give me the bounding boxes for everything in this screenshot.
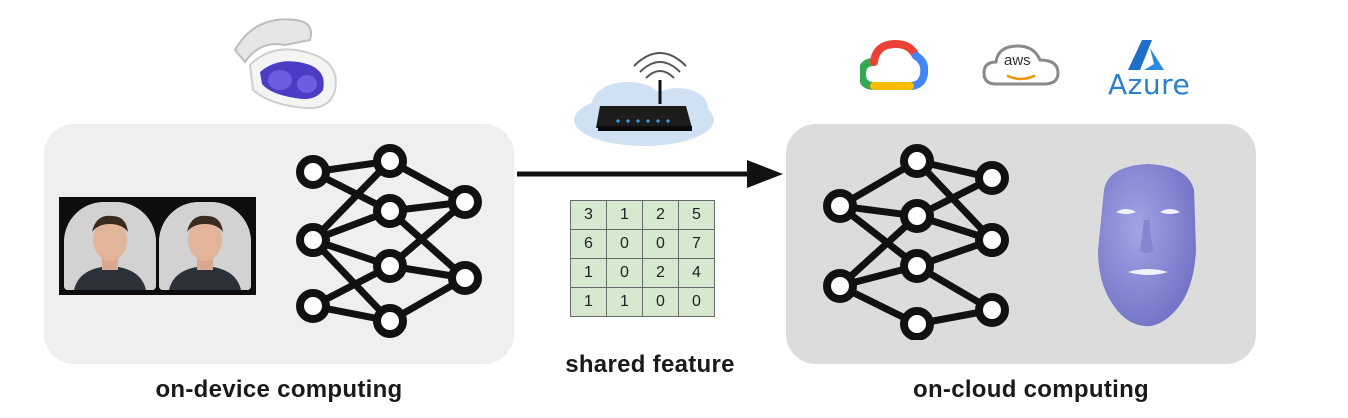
on-cloud-caption: on-cloud computing (912, 376, 1150, 403)
google-cloud-icon (860, 40, 928, 90)
on-device-caption: on-device computing (155, 376, 403, 403)
shared-feature-caption: shared feature (565, 351, 735, 378)
matrix-cell: 0 (606, 229, 643, 259)
matrix-cell: 3 (570, 200, 607, 230)
matrix-cell: 4 (678, 258, 715, 288)
arrow-icon (517, 160, 783, 188)
matrix-row: 3 1 2 5 (570, 200, 715, 230)
face-photo-left (64, 202, 156, 290)
matrix-row: 1 0 2 4 (570, 258, 715, 288)
face-photo-right (159, 202, 251, 290)
wifi-router-icon (574, 52, 714, 146)
azure-icon (1128, 40, 1164, 70)
matrix-cell: 5 (678, 200, 715, 230)
matrix-cell: 0 (642, 229, 679, 259)
neural-network-icon (823, 144, 1009, 340)
aws-logo-text: aws (1004, 52, 1031, 69)
matrix-row: 1 1 0 0 (570, 287, 715, 317)
matrix-cell: 7 (678, 229, 715, 259)
matrix-cell: 2 (642, 200, 679, 230)
azure-logo-text: Azure (1108, 68, 1191, 101)
face-mesh-icon (1098, 164, 1196, 327)
shared-feature-matrix: 3 1 2 5 6 0 0 7 1 0 2 4 1 1 0 0 (570, 200, 715, 317)
matrix-cell: 1 (606, 200, 643, 230)
matrix-cell: 2 (642, 258, 679, 288)
aws-icon (982, 44, 1060, 86)
matrix-cell: 0 (606, 258, 643, 288)
face-images (59, 197, 256, 295)
matrix-cell: 1 (570, 287, 607, 317)
neural-network-icon (296, 144, 482, 338)
matrix-cell: 0 (642, 287, 679, 317)
matrix-cell: 0 (678, 287, 715, 317)
matrix-row: 6 0 0 7 (570, 229, 715, 259)
matrix-cell: 1 (606, 287, 643, 317)
matrix-cell: 6 (570, 229, 607, 259)
matrix-cell: 1 (570, 258, 607, 288)
vr-headset-icon (233, 18, 337, 110)
